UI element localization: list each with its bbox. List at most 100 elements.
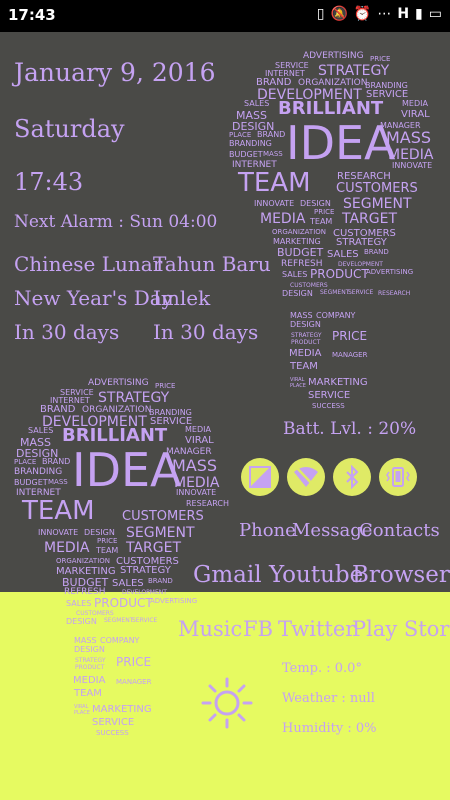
cloud-word: INTERNET bbox=[16, 488, 61, 498]
play-store-shortcut[interactable]: Play Store bbox=[352, 617, 450, 641]
gmail-shortcut[interactable]: Gmail bbox=[193, 562, 262, 588]
signal-icon: ▮ bbox=[415, 6, 423, 22]
battery-level-label[interactable]: Batt. Lvl. : 20% bbox=[283, 419, 417, 439]
cloud-word: SALES bbox=[66, 599, 92, 608]
cloud-word: CUSTOMERS bbox=[76, 610, 114, 617]
cloud-word: INTERNET bbox=[232, 160, 277, 170]
status-bar: 17:43 ▯ 🔕 ⏰ ⋯ H ▮ ▭ bbox=[0, 0, 450, 32]
cloud-word: ORGANIZATION bbox=[298, 78, 368, 88]
battery-icon: ▭ bbox=[428, 6, 442, 22]
cloud-word: MANAGER bbox=[380, 121, 421, 130]
cloud-word: BUDGET bbox=[14, 478, 48, 487]
browser-shortcut[interactable]: Browser bbox=[352, 562, 450, 588]
youtube-shortcut[interactable]: Youtube bbox=[269, 562, 364, 588]
cloud-word: DEVELOPMENT bbox=[257, 87, 362, 103]
bluetooth-icon bbox=[346, 465, 359, 489]
sim-icon: ▯ bbox=[316, 6, 325, 22]
cloud-word: PRICE bbox=[116, 655, 152, 669]
cloud-word: PRODUCT bbox=[291, 339, 321, 346]
weather-icon-wrap[interactable] bbox=[200, 676, 254, 730]
cloud-word: ORGANIZATION bbox=[272, 228, 327, 236]
cloud-word: MASS bbox=[20, 436, 51, 449]
cloud-word: INNOVATE bbox=[176, 488, 217, 497]
weekday-label[interactable]: Saturday bbox=[14, 115, 125, 143]
cloud-word: SEGMENT bbox=[126, 525, 195, 541]
cloud-word: BRAND bbox=[40, 404, 76, 415]
cloud-word: STRATEGY bbox=[75, 657, 106, 664]
brightness-toggle[interactable] bbox=[241, 458, 279, 496]
status-icons: ▯ 🔕 ⏰ ⋯ H ▮ ▭ bbox=[317, 6, 442, 22]
cloud-word: RESEARCH bbox=[378, 290, 411, 297]
cloud-word: ADVERTISING bbox=[88, 378, 149, 388]
cloud-word: VIRAL bbox=[401, 109, 430, 120]
phone-shortcut[interactable]: Phone bbox=[239, 520, 296, 541]
cloud-word: MARKETING bbox=[92, 704, 152, 715]
cloud-word: MASS bbox=[290, 311, 313, 320]
cloud-word: VIRAL bbox=[290, 377, 305, 383]
cloud-word: ADVERTISING bbox=[303, 51, 364, 61]
vibrate-toggle[interactable] bbox=[379, 458, 417, 496]
cloud-word: MASS bbox=[263, 150, 283, 158]
cloud-word: MASS bbox=[74, 636, 97, 645]
twitter-shortcut[interactable]: Twitter bbox=[278, 617, 356, 641]
cloud-word: STRATEGY bbox=[120, 565, 171, 576]
cloud-word: SERVICE bbox=[150, 416, 193, 427]
cloud-word: PRICE bbox=[155, 382, 176, 390]
cloud-word: SEGMENT bbox=[343, 196, 412, 212]
cloud-word: SALES bbox=[244, 99, 270, 108]
cloud-word: ORGANIZATION bbox=[82, 405, 152, 415]
cloud-word: DESIGN bbox=[16, 447, 59, 460]
contacts-shortcut[interactable]: Contacts bbox=[359, 520, 440, 541]
wifi-toggle[interactable] bbox=[287, 458, 325, 496]
event-line: Imlek bbox=[153, 286, 211, 310]
cloud-word: BRANDING bbox=[229, 139, 272, 148]
cloud-word: MEDIA bbox=[289, 348, 322, 359]
cloud-word: BRAND bbox=[257, 130, 286, 139]
cloud-word: TEAM bbox=[96, 546, 119, 555]
cloud-word: MASS bbox=[48, 478, 68, 486]
cloud-word: CUSTOMERS bbox=[116, 556, 179, 567]
cloud-word: BRAND bbox=[256, 77, 292, 88]
cloud-word: PRODUCT bbox=[75, 664, 105, 671]
cloud-word: SERVICE bbox=[348, 289, 374, 296]
cloud-word: SERVICE bbox=[366, 89, 409, 100]
message-shortcut[interactable]: Message bbox=[292, 520, 373, 541]
cloud-word: MARKETING bbox=[273, 237, 321, 246]
cloud-word: ADVERTISING bbox=[366, 268, 414, 276]
cloud-word: IDEA bbox=[72, 443, 182, 497]
cloud-word: DEVELOPMENT bbox=[42, 414, 147, 430]
cloud-word: PRICE bbox=[97, 537, 118, 545]
cloud-word: INTERNET bbox=[50, 396, 90, 405]
cloud-word: DEVELOPMENT bbox=[338, 261, 383, 268]
cloud-word: ORGANIZATION bbox=[56, 557, 111, 565]
cloud-word: BRANDING bbox=[149, 408, 192, 417]
bluetooth-toggle[interactable] bbox=[333, 458, 371, 496]
event-line: In 30 days bbox=[153, 320, 259, 344]
cloud-word: SALES bbox=[28, 426, 54, 435]
cloud-word: RESEARCH bbox=[186, 499, 229, 508]
event-line: Chinese Lunar bbox=[14, 252, 163, 276]
cloud-word: CUSTOMERS bbox=[336, 181, 418, 196]
cloud-word: SEGMENT bbox=[320, 289, 350, 296]
event-line: In 30 days bbox=[14, 320, 120, 344]
cloud-word: TEAM bbox=[74, 688, 102, 699]
date-label[interactable]: January 9, 2016 bbox=[14, 58, 216, 87]
cloud-word: DEVELOPMENT bbox=[122, 589, 167, 596]
widget-yellow-area bbox=[0, 592, 450, 800]
fb-shortcut[interactable]: FB bbox=[243, 617, 274, 641]
humidity-label: Humidity : 0% bbox=[282, 721, 377, 736]
carrier-mark: H bbox=[397, 6, 410, 22]
cloud-word: MEDIA bbox=[402, 99, 428, 108]
cloud-word: MEDIA bbox=[174, 475, 220, 491]
cloud-word: REFRESH bbox=[281, 259, 323, 269]
cloud-word: TEAM bbox=[310, 217, 333, 226]
cloud-word: ADVERTISING bbox=[150, 597, 198, 605]
quick-toggles bbox=[241, 458, 417, 496]
time-label[interactable]: 17:43 bbox=[14, 168, 84, 196]
cloud-word: DESIGN bbox=[84, 528, 115, 537]
cloud-word: CUSTOMERS bbox=[290, 282, 328, 289]
next-alarm-label[interactable]: Next Alarm : Sun 04:00 bbox=[14, 212, 218, 232]
cloud-word: COMPANY bbox=[100, 636, 140, 645]
music-shortcut[interactable]: Music bbox=[178, 617, 243, 641]
cloud-word: INNOVATE bbox=[38, 528, 79, 537]
